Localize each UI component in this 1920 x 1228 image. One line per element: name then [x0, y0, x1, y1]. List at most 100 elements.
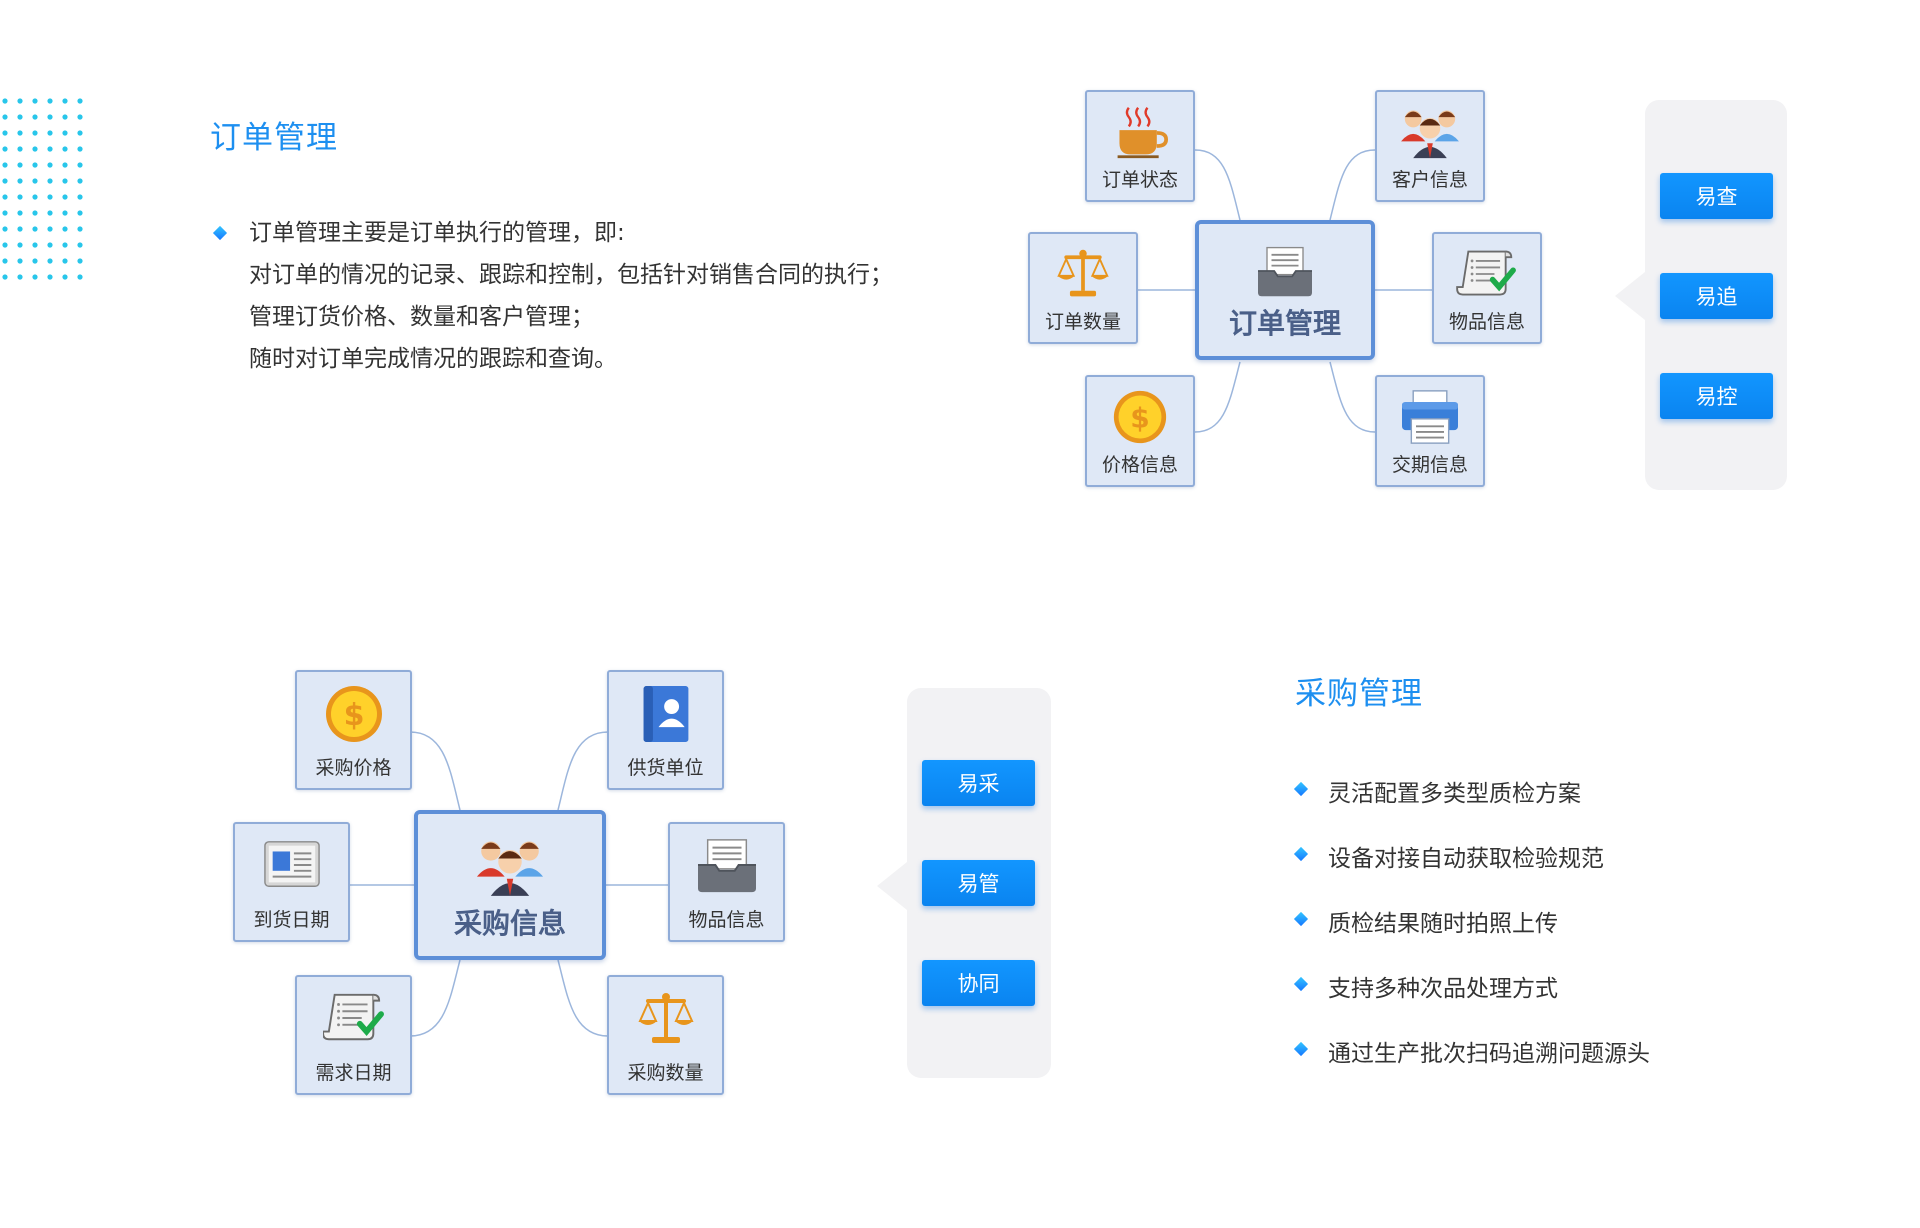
- decorative-dot: [17, 130, 23, 136]
- order-panel-pointer: [1615, 272, 1645, 320]
- decorative-dot: [17, 162, 23, 168]
- order-node-quantity[interactable]: 订单数量: [1028, 232, 1138, 344]
- order-paragraph-line-3: 管理订货价格、数量和客户管理；: [249, 304, 594, 330]
- decorative-dot: [17, 114, 23, 120]
- purchase-node-item-label: 物品信息: [688, 909, 765, 931]
- dollar-coin-icon: [324, 684, 384, 744]
- purchase-button-buy[interactable]: 易采: [922, 760, 1035, 806]
- decorative-dot: [47, 130, 53, 136]
- order-node-delivery[interactable]: 交期信息: [1375, 375, 1485, 487]
- purchase-node-price[interactable]: 采购价格: [295, 670, 412, 790]
- order-node-price[interactable]: 价格信息: [1085, 375, 1195, 487]
- inbox-tray-icon: [696, 836, 758, 894]
- decorative-dot: [77, 146, 83, 152]
- bullet-icon: [1293, 846, 1309, 862]
- decorative-dot: [47, 242, 53, 248]
- purchase-node-quantity-label: 采购数量: [627, 1062, 704, 1084]
- decorative-dot: [32, 178, 38, 184]
- order-section-title: 订单管理: [210, 120, 338, 156]
- order-node-status[interactable]: 订单状态: [1085, 90, 1195, 202]
- bullet-icon: [1293, 976, 1309, 992]
- order-node-item[interactable]: 物品信息: [1432, 232, 1542, 344]
- decorative-dot: [32, 146, 38, 152]
- order-node-quantity-label: 订单数量: [1044, 311, 1121, 333]
- purchase-node-arrival-date-label: 到货日期: [253, 909, 330, 931]
- decorative-dot: [77, 114, 83, 120]
- feature-text: 通过生产批次扫码追溯问题源头: [1328, 1041, 1650, 1067]
- decorative-dot: [17, 178, 23, 184]
- decorative-dot: [47, 114, 53, 120]
- decorative-dot: [2, 226, 8, 232]
- purchase-node-demand-date[interactable]: 需求日期: [295, 975, 412, 1095]
- decorative-dot: [17, 258, 23, 264]
- decorative-dot: [62, 114, 68, 120]
- decorative-dot: [2, 210, 8, 216]
- decorative-dot: [47, 274, 53, 280]
- purchase-node-arrival-date[interactable]: 到货日期: [233, 822, 350, 942]
- decorative-dot: [2, 130, 8, 136]
- decorative-dot: [62, 274, 68, 280]
- decorative-dot: [62, 242, 68, 248]
- decorative-dot: [47, 226, 53, 232]
- purchase-center-label: 采购信息: [453, 907, 566, 940]
- decorative-dot: [62, 194, 68, 200]
- order-button-track[interactable]: 易追: [1660, 273, 1773, 319]
- decorative-dot: [17, 274, 23, 280]
- decorative-dot: [32, 114, 38, 120]
- decorative-dot: [62, 258, 68, 264]
- feature-text: 灵活配置多类型质检方案: [1328, 781, 1581, 807]
- purchase-node-item[interactable]: 物品信息: [668, 822, 785, 942]
- decorative-dot: [2, 194, 8, 200]
- feature-text: 设备对接自动获取检验规范: [1328, 846, 1604, 872]
- decorative-dot: [47, 98, 53, 104]
- order-node-price-label: 价格信息: [1101, 454, 1178, 476]
- bullet-icon: [1293, 1041, 1309, 1057]
- decorative-dot: [77, 226, 83, 232]
- order-node-delivery-label: 交期信息: [1391, 454, 1468, 476]
- order-node-status-label: 订单状态: [1101, 169, 1178, 191]
- decorative-dot: [62, 226, 68, 232]
- decorative-dot: [47, 210, 53, 216]
- decorative-dot: [17, 242, 23, 248]
- decorative-dot: [77, 274, 83, 280]
- purchase-button-collaborate[interactable]: 协同: [922, 960, 1035, 1006]
- purchase-node-demand-date-label: 需求日期: [315, 1062, 392, 1084]
- decorative-dot: [62, 210, 68, 216]
- decorative-dot: [77, 210, 83, 216]
- decorative-dot: [2, 258, 8, 264]
- decorative-dot: [77, 130, 83, 136]
- purchase-section-title: 采购管理: [1295, 676, 1423, 712]
- order-button-query[interactable]: 易查: [1660, 173, 1773, 219]
- decorative-dot: [32, 258, 38, 264]
- decorative-dot: [62, 146, 68, 152]
- decorative-dot: [2, 146, 8, 152]
- order-paragraph-line-2: 对订单的情况的记录、跟踪和控制，包括针对销售合同的执行；: [249, 262, 893, 288]
- purchase-panel-pointer: [877, 862, 907, 910]
- order-paragraph-line-4: 随时对订单完成情况的跟踪和查询。: [249, 346, 617, 372]
- order-center-node[interactable]: 订单管理: [1195, 220, 1375, 360]
- decorative-dot: [32, 130, 38, 136]
- purchase-center-node[interactable]: 采购信息: [414, 810, 606, 960]
- decorative-dot: [62, 98, 68, 104]
- purchase-node-supplier[interactable]: 供货单位: [607, 670, 724, 790]
- decorative-dot: [2, 114, 8, 120]
- purchase-feature-list: 灵活配置多类型质检方案 设备对接自动获取检验规范 质检结果随时拍照上传 支持多种…: [1293, 774, 1856, 1074]
- feature-text: 质检结果随时拍照上传: [1328, 911, 1558, 937]
- purchase-node-price-label: 采购价格: [315, 757, 392, 779]
- decorative-dot: [17, 210, 23, 216]
- order-center-label: 订单管理: [1228, 307, 1341, 340]
- order-paragraph-line-1: 订单管理主要是订单执行的管理，即:: [249, 220, 625, 246]
- decorative-dot: [2, 178, 8, 184]
- checklist-scroll-icon: [323, 989, 385, 1047]
- order-button-control[interactable]: 易控: [1660, 373, 1773, 419]
- order-node-customer[interactable]: 客户信息: [1375, 90, 1485, 202]
- decorative-dot: [62, 162, 68, 168]
- decorative-dot: [17, 194, 23, 200]
- decorative-dot: [77, 242, 83, 248]
- decorative-dot: [32, 242, 38, 248]
- purchase-node-supplier-label: 供货单位: [627, 757, 704, 779]
- purchase-button-manage[interactable]: 易管: [922, 860, 1035, 906]
- decorative-dot: [32, 162, 38, 168]
- purchase-node-quantity[interactable]: 采购数量: [607, 975, 724, 1095]
